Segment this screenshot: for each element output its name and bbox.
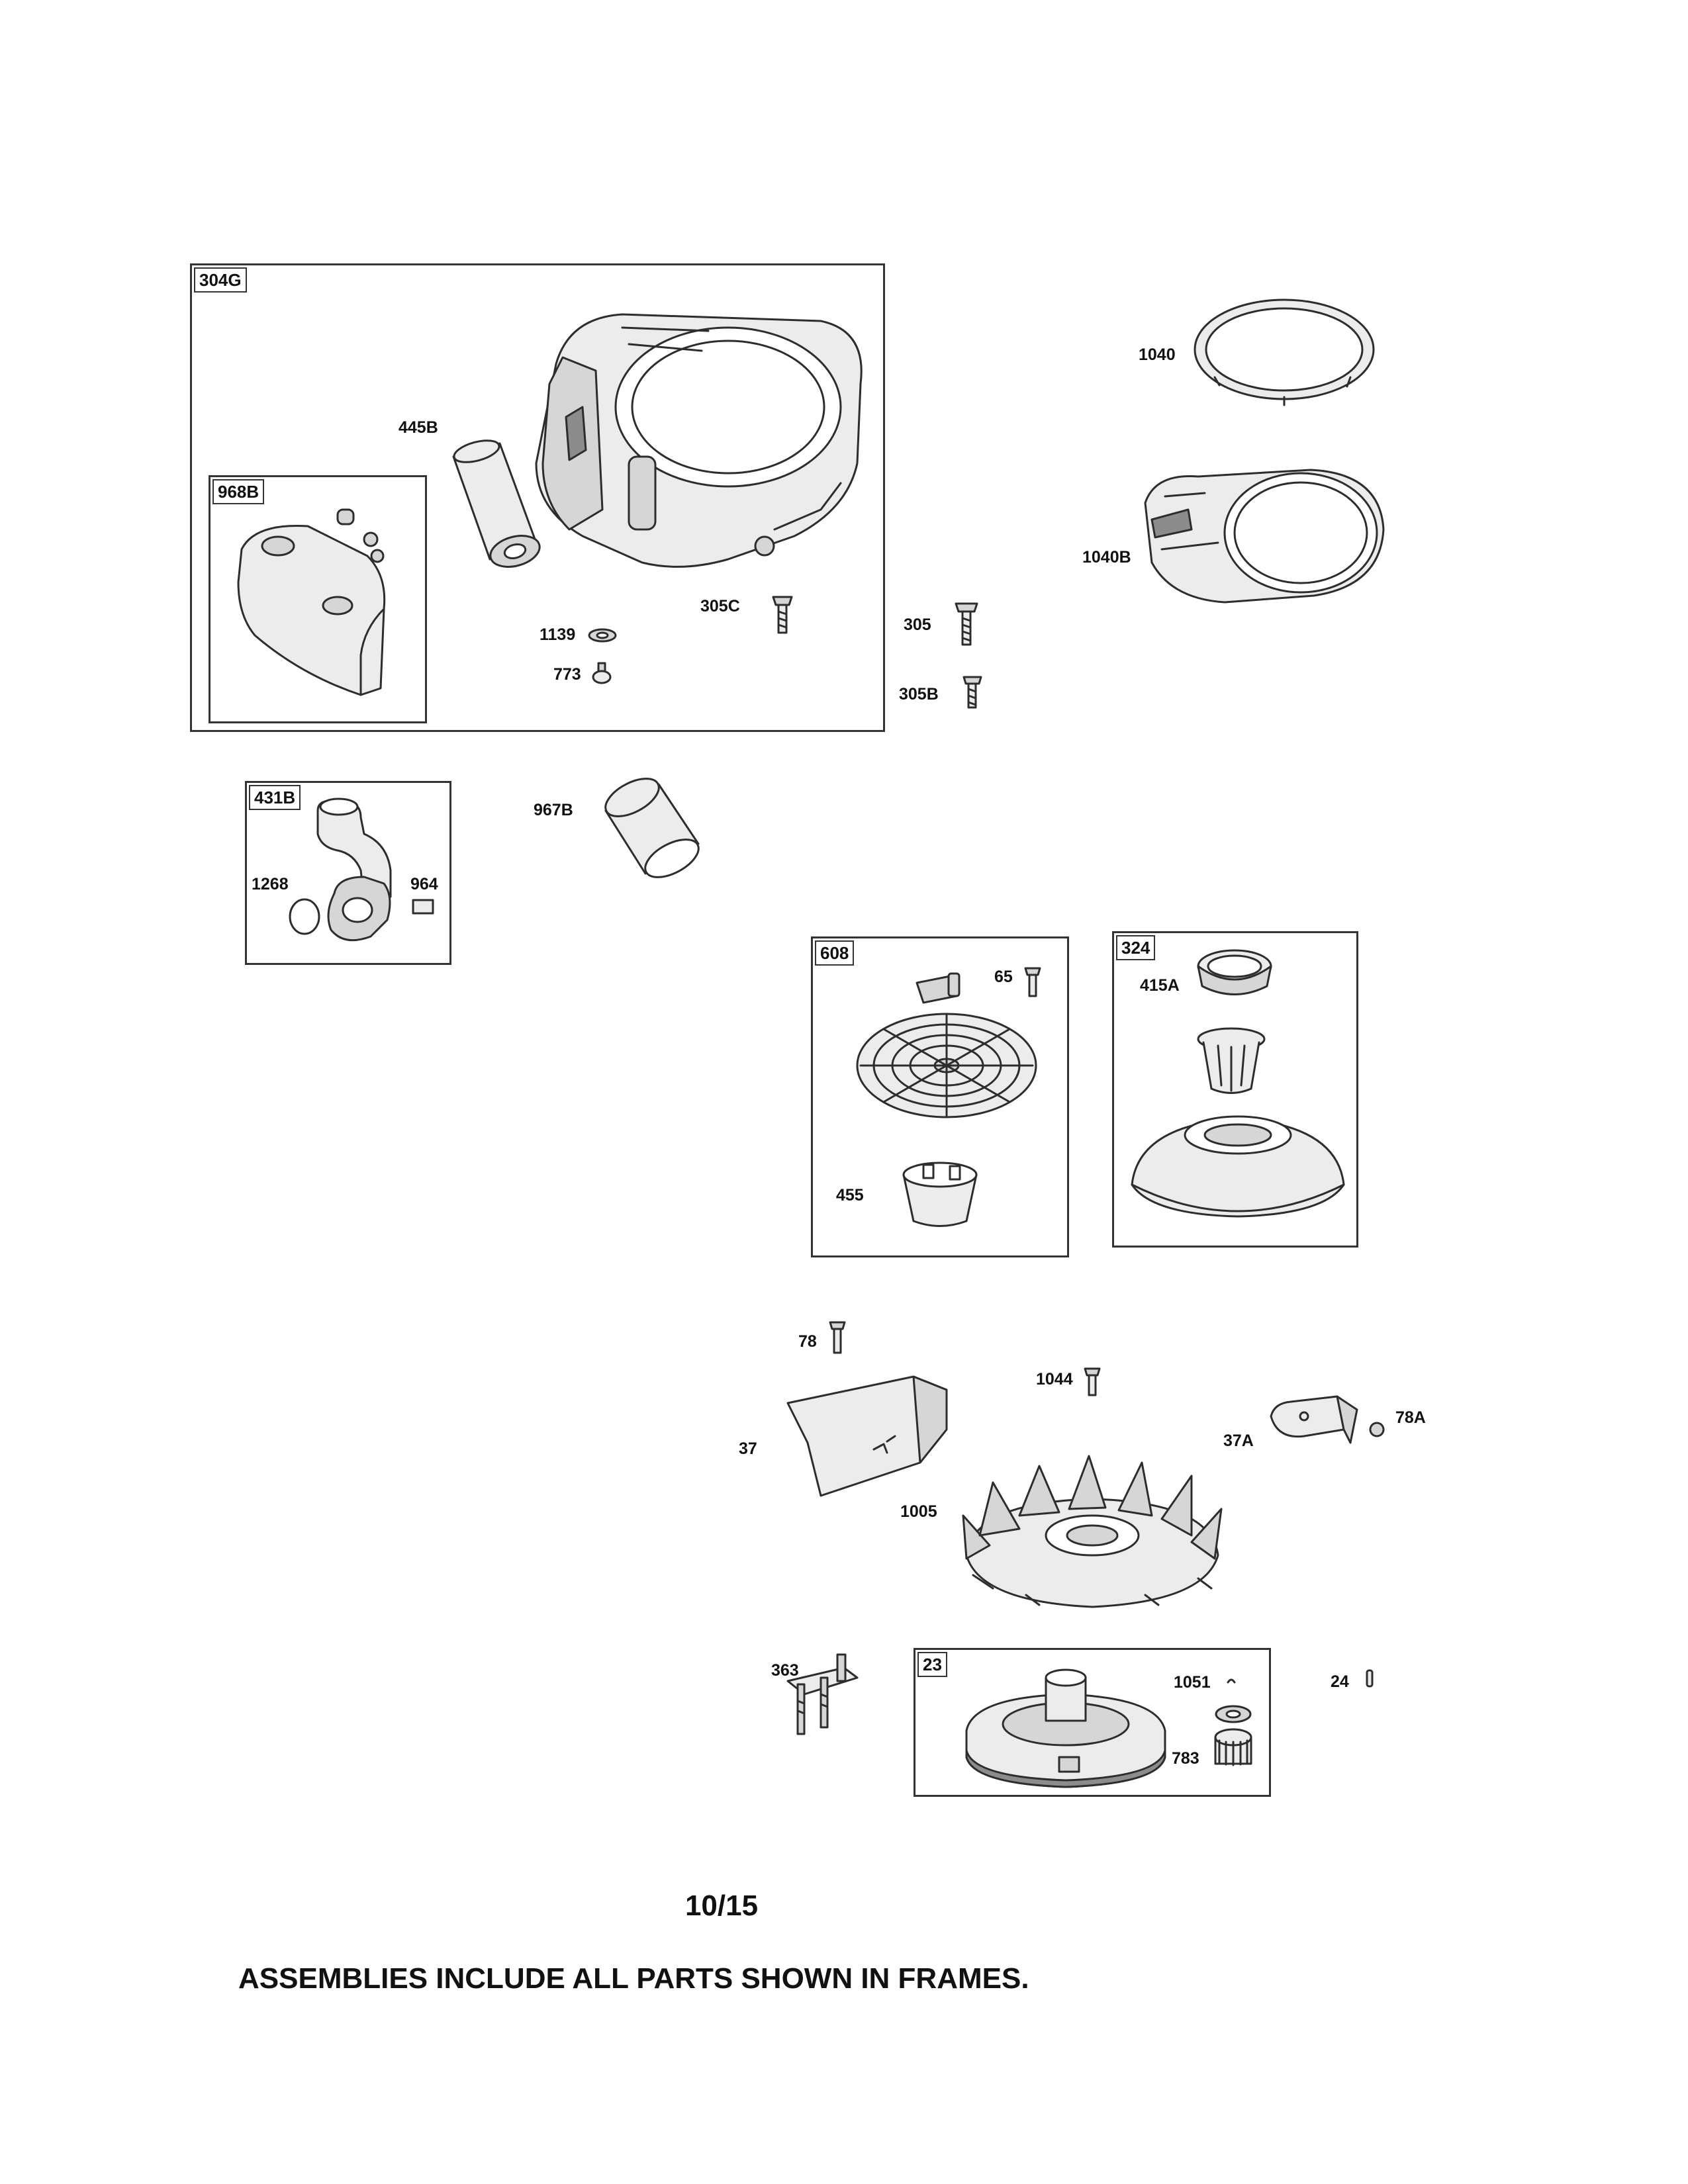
screw-78a-part <box>1369 1422 1385 1437</box>
elbow-assembly-part <box>289 797 392 942</box>
callout-1051: 1051 <box>1174 1673 1211 1692</box>
ring-1040-part <box>1194 298 1375 406</box>
callout-773: 773 <box>553 665 581 684</box>
callout-65: 65 <box>994 968 1013 986</box>
callout-305b: 305B <box>899 685 939 704</box>
callout-305: 305 <box>904 615 931 634</box>
page-number: 10/15 <box>684 1889 759 1922</box>
rewind-starter-part <box>856 972 1037 1118</box>
callout-1040b: 1040B <box>1082 548 1131 567</box>
screw-65-part <box>1024 967 1041 997</box>
cap-415a-part <box>1197 949 1272 995</box>
frame-608 <box>811 936 1069 1257</box>
callout-305c: 305C <box>700 597 740 615</box>
callout-24: 24 <box>1331 1672 1349 1691</box>
frame-label-324: 324 <box>1116 935 1156 960</box>
retainer-part <box>1197 1027 1266 1094</box>
frame-label-23: 23 <box>917 1652 947 1677</box>
callout-967b: 967B <box>534 801 573 819</box>
frame-324 <box>1112 931 1358 1248</box>
flywheel-fan-1005-part <box>962 1455 1223 1608</box>
washer-1139-part <box>588 628 617 643</box>
blower-housing-part <box>535 313 863 568</box>
key-1051-part <box>1227 1678 1236 1684</box>
frame-label-608: 608 <box>815 940 855 966</box>
callout-363: 363 <box>771 1661 799 1680</box>
callout-1005: 1005 <box>900 1502 937 1521</box>
frame-431b <box>245 781 451 965</box>
bracket-37a-part <box>1270 1395 1358 1444</box>
callout-445b: 445B <box>399 418 438 437</box>
grommet-773-part <box>592 662 612 684</box>
frame-304g <box>190 263 885 732</box>
callout-37: 37 <box>739 1439 757 1458</box>
cup-455-part <box>902 1161 978 1227</box>
blower-cover-part <box>237 508 386 696</box>
footer-note: ASSEMBLIES INCLUDE ALL PARTS SHOWN IN FR… <box>238 1962 1029 1995</box>
callout-964: 964 <box>410 875 438 893</box>
callout-783: 783 <box>1172 1749 1199 1768</box>
screw-305b-part <box>962 676 982 709</box>
frame-23 <box>914 1648 1271 1797</box>
screen-dome-part <box>1131 1115 1345 1218</box>
callout-1268: 1268 <box>252 875 289 893</box>
callout-455: 455 <box>836 1186 864 1205</box>
air-guide-37-part <box>786 1375 948 1497</box>
gear-783-part <box>1214 1705 1252 1766</box>
flywheel-23-part <box>965 1668 1166 1788</box>
callout-78a: 78A <box>1395 1408 1426 1427</box>
block-964-part <box>412 899 434 915</box>
frame-label-304g: 304G <box>194 267 247 293</box>
frame-968b <box>209 475 427 723</box>
screw-305c-part <box>772 596 793 634</box>
screw-305-part <box>955 602 978 646</box>
bracket-363-part <box>786 1653 859 1735</box>
callout-1139: 1139 <box>539 625 576 644</box>
callout-1044: 1044 <box>1036 1370 1073 1388</box>
callout-1040: 1040 <box>1139 345 1176 364</box>
screw-1044-part <box>1084 1367 1101 1396</box>
callout-415a: 415A <box>1140 976 1180 995</box>
tube-967b-part <box>604 778 700 878</box>
frame-label-431b: 431B <box>249 785 301 810</box>
pin-24-part <box>1366 1669 1374 1688</box>
filter-tube-part <box>452 439 541 568</box>
callout-78: 78 <box>798 1332 817 1351</box>
shroud-1040b-part <box>1144 469 1385 604</box>
callout-37a: 37A <box>1223 1432 1254 1450</box>
frame-label-968b: 968B <box>212 479 265 504</box>
screw-78-part <box>829 1321 846 1354</box>
